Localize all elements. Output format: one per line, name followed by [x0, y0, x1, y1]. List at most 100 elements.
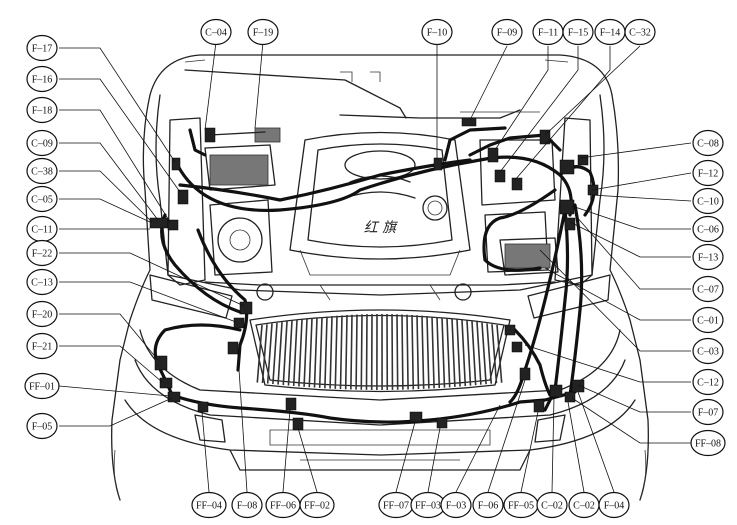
- callout-circle: [692, 306, 724, 334]
- callout-text: F–19: [253, 28, 274, 39]
- grille-bar: [471, 321, 477, 386]
- callout-label-f-15: F–15: [562, 18, 594, 46]
- callout-circle: [24, 372, 60, 400]
- grille-bar: [256, 325, 263, 383]
- callout-label-f-18: F–18: [26, 96, 58, 124]
- grille-bar: [272, 322, 278, 385]
- callout-text: F–18: [32, 106, 53, 117]
- grille-bar: [491, 324, 498, 384]
- callout-text: F–13: [698, 253, 719, 264]
- grille-bar: [481, 322, 487, 385]
- callout-circle: [299, 491, 335, 519]
- callout-label-ff-01: FF–01: [24, 372, 60, 400]
- leader-lines: [58, 41, 692, 493]
- callout-label-ff-05: FF–05: [503, 491, 539, 519]
- callout-text: F–16: [32, 75, 53, 86]
- grille-bar: [298, 319, 303, 387]
- callout-label-c-04: C–04: [200, 18, 232, 46]
- callout-label-f-12: F–12: [692, 159, 724, 187]
- callout-text: FF–01: [29, 382, 55, 393]
- callout-text: F–04: [604, 501, 625, 512]
- grille-bar: [406, 314, 409, 390]
- callout-label-f-04: F–04: [598, 491, 630, 519]
- callout-label-c-02b: C–02: [568, 491, 600, 519]
- callout-label-f-19: F–19: [247, 18, 279, 46]
- callout-text: F–21: [32, 342, 53, 353]
- callout-label-c-13: C–13: [26, 268, 58, 296]
- callout-text: C–12: [697, 378, 719, 389]
- callout-text: C–08: [697, 139, 719, 150]
- callout-circle: [690, 429, 726, 457]
- grille-bar: [466, 320, 472, 386]
- callout-text: C–02: [573, 501, 595, 512]
- callout-text: C–03: [697, 347, 719, 358]
- callout-text: F–11: [538, 28, 558, 39]
- callout-circle: [26, 34, 58, 62]
- callout-circle: [491, 18, 523, 46]
- callout-label-ff-08: FF–08: [690, 429, 726, 457]
- callout-circle: [598, 491, 630, 519]
- callout-label-f-17: F–17: [26, 34, 58, 62]
- callout-label-f-14: F–14: [594, 18, 626, 46]
- callout-circle: [200, 18, 232, 46]
- grille-bar: [282, 321, 288, 386]
- callout-label-f-09: F–09: [491, 18, 523, 46]
- callout-text: FF–05: [508, 501, 534, 512]
- grille-bar: [456, 319, 461, 387]
- battery: [204, 127, 281, 191]
- callout-text: F–15: [568, 28, 589, 39]
- grille-bar: [476, 321, 482, 385]
- callout-text: FF–07: [383, 501, 409, 512]
- callout-label-f-07: F–07: [692, 398, 724, 426]
- callout-text: C–11: [31, 225, 52, 236]
- callout-circle: [440, 491, 472, 519]
- callout-label-f-08: F–08: [231, 491, 263, 519]
- callout-label-c-03: C–03: [692, 337, 724, 365]
- grille-bar: [287, 320, 293, 386]
- callout-text: FF–04: [196, 501, 222, 512]
- callout-text: F–05: [32, 422, 53, 433]
- wiring-harness: [153, 126, 596, 424]
- callout-circle: [692, 215, 724, 243]
- callout-text: F–06: [478, 501, 499, 512]
- callout-text: F–22: [32, 249, 53, 260]
- callout-text: F–20: [32, 310, 53, 321]
- callout-label-c-38: C–38: [26, 157, 58, 185]
- grille-bar: [416, 315, 420, 390]
- callout-circle: [692, 368, 724, 396]
- callout-text: F–08: [237, 501, 258, 512]
- callout-circle: [26, 268, 58, 296]
- callout-label-f-05: F–05: [26, 412, 58, 440]
- callout-circle: [26, 96, 58, 124]
- callout-text: C–09: [31, 139, 53, 150]
- callout-text: C–38: [31, 167, 53, 178]
- callout-circle: [231, 491, 263, 519]
- callout-circle: [624, 18, 656, 46]
- callout-text: FF–06: [270, 501, 296, 512]
- grille-bar: [401, 314, 404, 390]
- grille-bar: [461, 319, 467, 387]
- callout-label-c-10: C–10: [692, 187, 724, 215]
- callout-circle: [562, 18, 594, 46]
- grille-bar: [360, 314, 363, 390]
- callout-label-c-32: C–32: [624, 18, 656, 46]
- callout-text: F–09: [497, 28, 518, 39]
- grille-bar: [355, 314, 358, 390]
- callout-label-f-22: F–22: [26, 239, 58, 267]
- grille-bar: [451, 318, 456, 387]
- callout-label-c-07: C–07: [692, 275, 724, 303]
- callout-text: C–05: [31, 195, 53, 206]
- callout-circle: [692, 243, 724, 271]
- grille-bar: [496, 324, 503, 383]
- callout-label-ff-07: FF–07: [378, 491, 414, 519]
- fuse-relay-box: [499, 237, 559, 276]
- grille-bar: [486, 323, 493, 384]
- callout-circle: [247, 18, 279, 46]
- callout-label-ff-03: FF–03: [410, 491, 446, 519]
- grille-bar: [436, 316, 441, 389]
- callout-label-ff-06: FF–06: [265, 491, 301, 519]
- callout-text: FF–08: [695, 439, 721, 450]
